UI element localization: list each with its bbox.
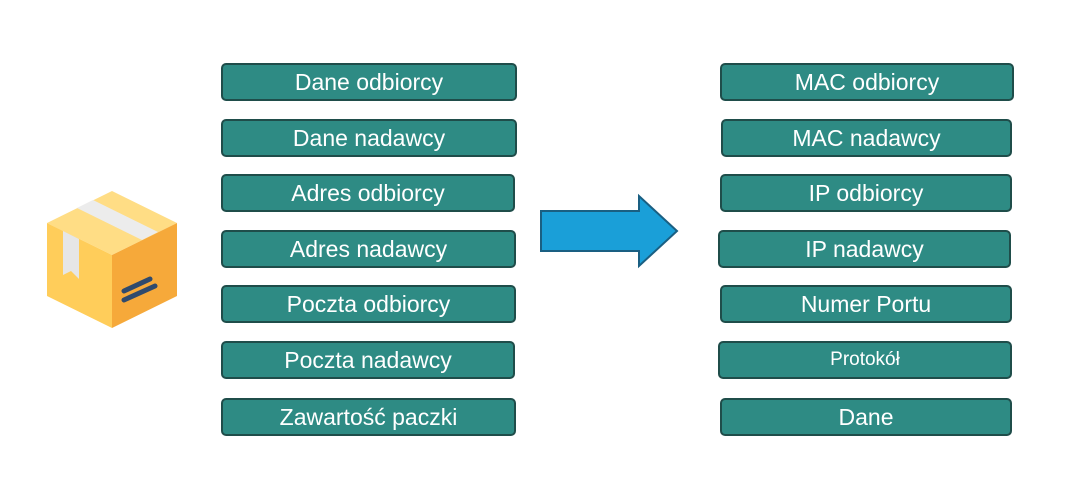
package-box-icon: [47, 191, 177, 328]
right-box-dane: Dane: [720, 398, 1012, 436]
right-box-mac-odbiorcy: MAC odbiorcy: [720, 63, 1014, 101]
right-box-ip-nadawcy: IP nadawcy: [718, 230, 1011, 268]
right-box-numer-portu: Numer Portu: [720, 285, 1012, 323]
right-arrow-icon: [540, 193, 679, 269]
left-box-zawartosc-paczki: Zawartość paczki: [221, 398, 516, 436]
left-box-dane-odbiorcy: Dane odbiorcy: [221, 63, 517, 101]
left-box-poczta-nadawcy: Poczta nadawcy: [221, 341, 515, 379]
right-box-protokol: Protokół: [718, 341, 1012, 379]
right-box-ip-odbiorcy: IP odbiorcy: [720, 174, 1012, 212]
right-box-mac-nadawcy: MAC nadawcy: [721, 119, 1012, 157]
left-box-adres-nadawcy: Adres nadawcy: [221, 230, 516, 268]
left-box-adres-odbiorcy: Adres odbiorcy: [221, 174, 515, 212]
left-box-poczta-odbiorcy: Poczta odbiorcy: [221, 285, 516, 323]
left-box-dane-nadawcy: Dane nadawcy: [221, 119, 517, 157]
